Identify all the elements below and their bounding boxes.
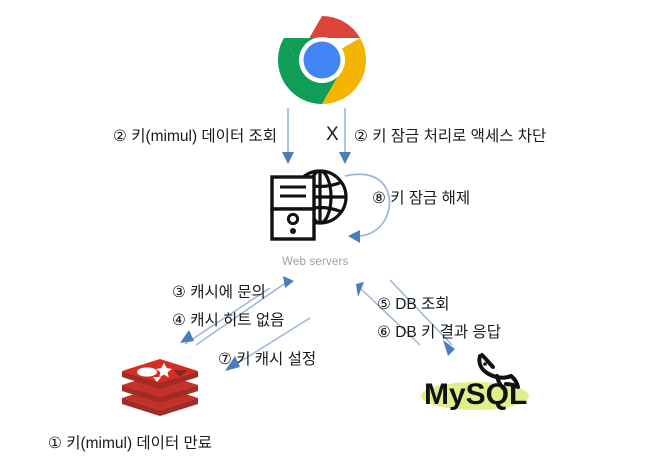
connector-browser-to-server-blocked: [339, 108, 351, 164]
mysql-wordmark-text: MySQL: [424, 378, 527, 411]
connector-cache-miss: [180, 287, 271, 345]
label-blocked-mark: X: [326, 124, 339, 145]
label-step7-cache-set: ⑦ 키 캐시 설정: [218, 351, 317, 368]
connector-browser-to-server-request: [282, 108, 294, 164]
label-step4-cache-miss: ④ 캐시 히트 없음: [172, 312, 285, 329]
connector-db-to-server-response: [389, 279, 455, 356]
server-globe-icon: [262, 165, 358, 250]
label-step5-db-query: ⑤ DB 조회: [377, 296, 450, 313]
label-step1-expired: ① 키(mimul) 데이터 만료: [48, 435, 213, 452]
web-servers-caption: Web servers: [282, 256, 349, 268]
label-step3-cache-query: ③ 캐시에 문의: [172, 284, 266, 301]
connector-server-to-db-query: [356, 282, 421, 346]
label-step6-db-response: ⑥ DB 키 결과 응답: [377, 324, 501, 341]
redis-logo-icon: [118, 358, 202, 416]
chrome-logo-icon: [272, 10, 372, 110]
label-step2-blocked: ② 키 잠금 처리로 액세스 차단: [354, 128, 547, 145]
connector-server-self-loop-unlock: [344, 173, 391, 243]
connector-server-to-cache-query: [195, 276, 294, 346]
label-step2-request: ② 키(mimul) 데이터 조회: [113, 128, 278, 145]
label-step8-unlock: ⑧ 키 잠금 해제: [372, 190, 471, 207]
mysql-logo-icon: MySQL: [418, 352, 538, 414]
connector-server-to-cache-set: [225, 317, 311, 371]
